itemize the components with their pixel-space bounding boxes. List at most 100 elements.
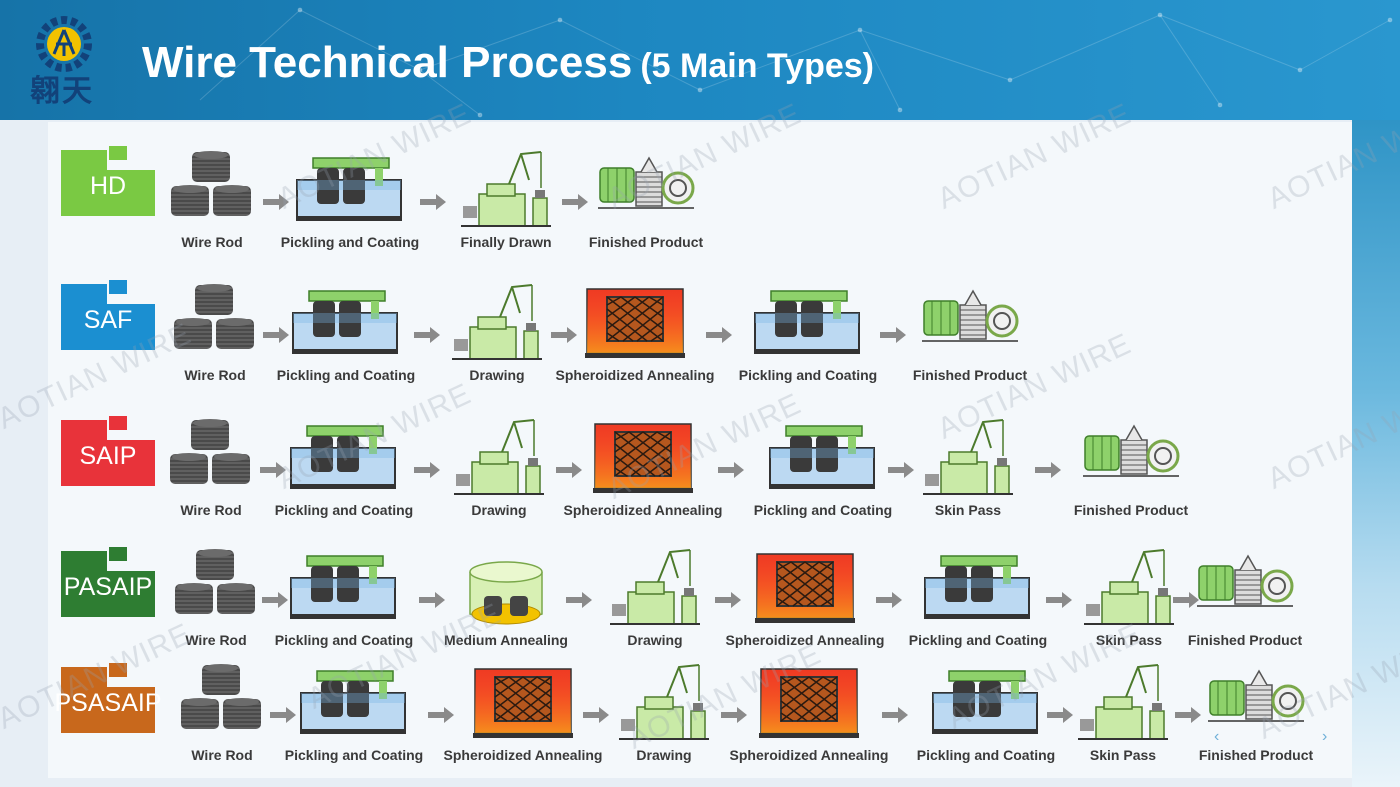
finished-product-icon bbox=[598, 150, 695, 230]
process-badge: HD bbox=[61, 146, 155, 216]
flow-arrow-icon bbox=[262, 327, 289, 343]
company-logo-icon bbox=[36, 16, 92, 72]
step-label: Medium Annealing bbox=[444, 632, 568, 648]
flow-arrow-icon bbox=[721, 707, 747, 723]
flow-arrow-icon bbox=[714, 592, 741, 608]
flow-arrow-icon bbox=[259, 462, 286, 478]
process-row-pasaip: PASAIP Wire Rod Pickling and Coating bbox=[0, 547, 1352, 678]
flow-arrow-icon bbox=[413, 327, 440, 343]
flow-arrow-icon bbox=[566, 592, 592, 608]
drawing-machine-icon bbox=[452, 283, 542, 363]
step-label: Pickling and Coating bbox=[916, 747, 1056, 763]
prev-slide-icon[interactable]: ‹ bbox=[1214, 728, 1220, 745]
flow-arrow-icon bbox=[879, 327, 906, 343]
flow-arrow-icon bbox=[555, 462, 582, 478]
process-code: SAF bbox=[83, 305, 133, 334]
process-code: PASAIP bbox=[63, 572, 153, 601]
finished-product-icon bbox=[1083, 418, 1180, 498]
step-label: Pickling and Coating bbox=[738, 367, 878, 383]
process-row-hd: HD Wire Rod Pickling and Coating bbox=[0, 146, 1352, 280]
network-background bbox=[199, 7, 1393, 118]
finished-product-icon bbox=[922, 283, 1019, 363]
pickling-tank-icon bbox=[289, 418, 399, 498]
drawing-machine-icon bbox=[619, 663, 709, 743]
title-subtitle: (5 Main Types) bbox=[640, 47, 874, 85]
flow-arrow-icon bbox=[550, 327, 577, 343]
step-label: Pickling and Coating bbox=[274, 502, 414, 518]
wire-rod-icon bbox=[171, 548, 261, 628]
pickling-tank-icon bbox=[931, 663, 1041, 743]
pickling-tank-icon bbox=[923, 548, 1033, 628]
step-label: Spheroidized Annealing bbox=[443, 747, 603, 763]
pickling-tank-icon bbox=[289, 548, 399, 628]
flow-arrow-icon bbox=[263, 194, 289, 210]
step-label: Pickling and Coating bbox=[284, 747, 424, 763]
step-label: Wire Rod bbox=[184, 367, 246, 383]
badge-tab bbox=[109, 663, 127, 677]
wire-rod-icon bbox=[177, 663, 267, 743]
process-badge: SAF bbox=[61, 280, 155, 350]
wire-rod-icon bbox=[170, 283, 260, 363]
drawing-machine-icon bbox=[454, 418, 544, 498]
pickling-tank-icon bbox=[299, 663, 409, 743]
step-label: Spheroidized Annealing bbox=[725, 632, 885, 648]
drawing-machine-icon bbox=[610, 548, 700, 628]
step-label: Wire Rod bbox=[181, 234, 243, 250]
drawing-machine-icon bbox=[461, 150, 551, 230]
process-row-saf: SAF Wire Rod Pickling and Coating bbox=[0, 280, 1352, 413]
drawing-machine-icon bbox=[1084, 548, 1174, 628]
step-label: Drawing bbox=[636, 747, 692, 763]
badge-tab bbox=[109, 547, 127, 561]
flow-arrow-icon bbox=[418, 592, 445, 608]
process-code: SAIP bbox=[79, 441, 137, 470]
step-label: Finished Product bbox=[912, 367, 1028, 383]
step-label: Pickling and Coating bbox=[274, 632, 414, 648]
flow-arrow-icon bbox=[882, 707, 908, 723]
annealing-furnace-icon bbox=[473, 663, 573, 743]
step-label: Pickling and Coating bbox=[276, 367, 416, 383]
step-label: Pickling and Coating bbox=[908, 632, 1048, 648]
flow-arrow-icon bbox=[561, 194, 588, 210]
flow-arrow-icon bbox=[1045, 592, 1072, 608]
badge-tab bbox=[109, 146, 127, 160]
step-label: Wire Rod bbox=[180, 502, 242, 518]
process-badge: PSASAIP bbox=[55, 663, 162, 733]
process-code: PSASAIP bbox=[54, 688, 162, 717]
step-label: Finished Product bbox=[1187, 632, 1303, 648]
flow-arrow-icon bbox=[706, 327, 732, 343]
step-label: Spheroidized Annealing bbox=[563, 502, 723, 518]
step-label: Wire Rod bbox=[191, 747, 253, 763]
pickling-tank-icon bbox=[768, 418, 878, 498]
flow-arrow-icon bbox=[262, 592, 288, 608]
flow-arrow-icon bbox=[1035, 462, 1061, 478]
title-main: Wire Technical Process bbox=[142, 38, 633, 87]
step-label: Finally Drawn bbox=[460, 234, 552, 250]
annealing-furnace-icon bbox=[755, 548, 855, 628]
finished-product-icon bbox=[1208, 663, 1305, 743]
next-slide-icon[interactable]: › bbox=[1322, 728, 1328, 745]
logo-text: 翱天 bbox=[30, 74, 94, 109]
step-label: Finished Product bbox=[588, 234, 704, 250]
step-label: Pickling and Coating bbox=[280, 234, 420, 250]
pickling-tank-icon bbox=[291, 283, 401, 363]
flow-arrow-icon bbox=[1172, 592, 1199, 608]
flow-arrow-icon bbox=[428, 707, 454, 723]
page-title: Wire Technical Process(5 Main Types) bbox=[142, 38, 874, 88]
process-badge: PASAIP bbox=[61, 547, 155, 617]
annealing-furnace-icon bbox=[585, 283, 685, 363]
step-label: Skin Pass bbox=[934, 502, 1002, 518]
flow-arrow-icon bbox=[420, 194, 446, 210]
step-label: Drawing bbox=[471, 502, 527, 518]
process-row-psasaip: PSASAIP Wire Rod Pickling and Coating bbox=[0, 663, 1352, 787]
step-label: Skin Pass bbox=[1089, 747, 1157, 763]
side-decoration bbox=[1352, 120, 1400, 787]
drawing-machine-icon bbox=[1078, 663, 1168, 743]
step-label: Drawing bbox=[469, 367, 525, 383]
pickling-tank-icon bbox=[753, 283, 863, 363]
annealing-furnace-icon bbox=[759, 663, 859, 743]
flow-arrow-icon bbox=[887, 462, 914, 478]
finished-product-icon bbox=[1197, 548, 1294, 628]
header-banner: 翱天 Wire Technical Process(5 Main Types) bbox=[0, 0, 1400, 120]
flow-arrow-icon bbox=[583, 707, 609, 723]
step-label: Pickling and Coating bbox=[753, 502, 893, 518]
